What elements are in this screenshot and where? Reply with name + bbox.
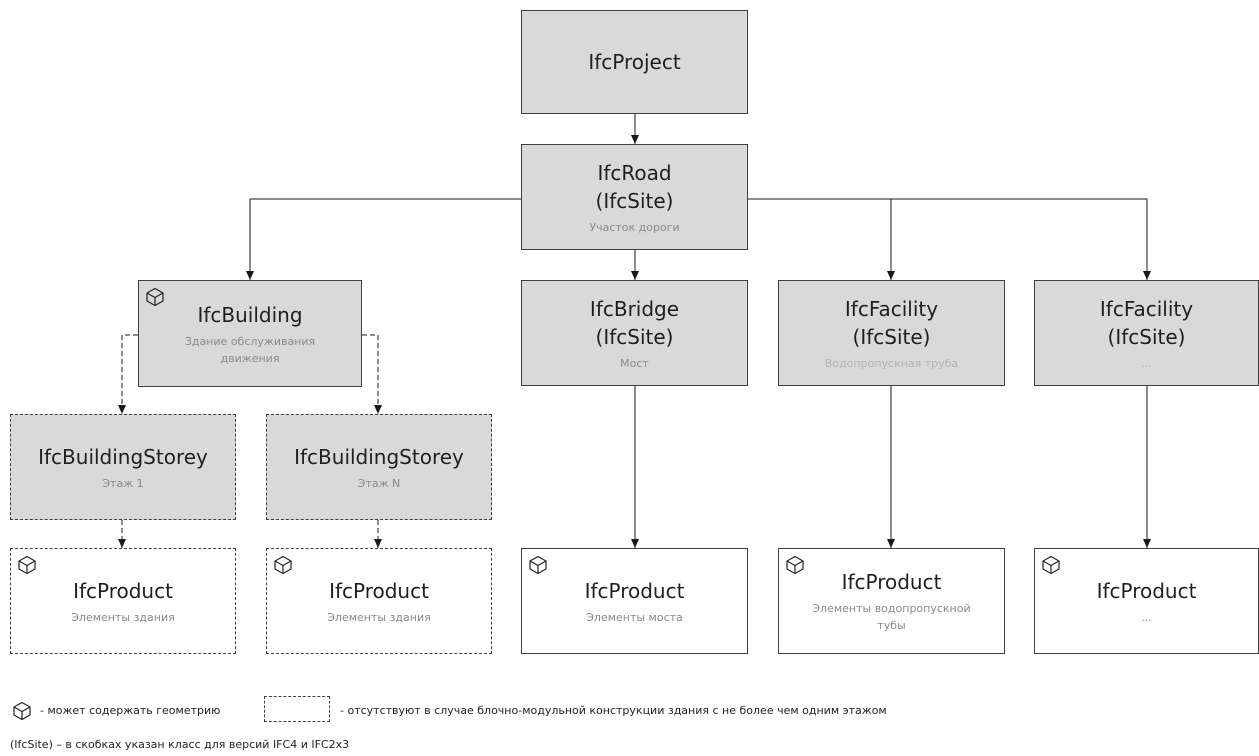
node-ifcproduct-storeyN: IfcProduct Элементы здания [266,548,492,654]
cube-outline-icon [529,555,547,575]
node-ifcproduct-facility2: IfcProduct ... [1034,548,1259,654]
cube-outline-icon [146,287,164,307]
cube-outline-icon [1042,555,1060,575]
node-description: Элементы здания [327,610,431,624]
node-description: ... [1141,356,1152,370]
node-title: IfcRoad [597,160,672,185]
node-description: Элементы здания [71,610,175,624]
node-title: IfcProduct [73,578,173,603]
node-title: IfcBuilding [197,302,303,327]
edge-building-storeyN [362,334,382,414]
node-description: Элементы моста [586,610,683,624]
edge-road-facility2 [891,198,1151,280]
edge-road-facility1 [748,198,895,280]
node-ifcfacility-culvert: IfcFacility (IfcSite) Водопропускная тру… [778,280,1005,386]
cube-outline-icon [18,555,36,575]
node-title: IfcFacility [1099,296,1194,321]
node-ifcproduct-facility1: IfcProduct Элементы водопропускной тубы [778,548,1005,654]
node-title: IfcProduct [1096,578,1197,603]
node-site-class: (IfcSite) [595,324,674,349]
cube-outline-icon [786,555,804,575]
legend-dashed-text: - отсутствуют в случае блочно-модульной … [340,704,887,717]
cube-outline-icon [274,555,292,575]
node-title: IfcBuildingStorey [38,444,208,469]
edge-road-building [246,198,521,280]
node-title: IfcProduct [584,578,685,603]
node-ifcfacility-other: IfcFacility (IfcSite) ... [1034,280,1259,386]
node-ifcbuilding: IfcBuilding Здание обслуживания движения [138,280,362,387]
node-description: Этаж N [357,476,401,490]
node-ifcroad: IfcRoad (IfcSite) Участок дороги [521,144,748,250]
node-description: Участок дороги [589,220,680,234]
node-description: Элементы водопропускной тубы [812,602,971,632]
node-title: IfcProduct [841,570,942,594]
legend-dashed-box [264,696,330,722]
node-ifcproduct-storey1: IfcProduct Элементы здания [10,548,236,654]
cube-outline-icon [13,701,31,721]
node-description: Этаж 1 [102,476,144,490]
node-description: Водопропускная труба [824,356,959,370]
node-description: ... [1141,610,1152,624]
legend-site-note: (IfcSite) – в скобках указан класс для в… [10,738,350,751]
node-ifcbridge: IfcBridge (IfcSite) Мост [521,280,748,386]
node-site-class: (IfcSite) [1107,324,1186,349]
node-description: Здание обслуживания движения [184,334,316,365]
node-title: IfcProject [588,50,681,74]
node-title: IfcBridge [589,296,680,321]
legend-geometry-text: - может содержать геометрию [40,704,221,717]
node-title: IfcFacility [844,296,939,321]
node-site-class: (IfcSite) [852,324,931,349]
node-ifcproject: IfcProject [521,10,748,114]
node-ifcbuildingstorey-1: IfcBuildingStorey Этаж 1 [10,414,236,520]
node-description: Мост [620,356,649,370]
node-site-class: (IfcSite) [595,188,674,213]
node-ifcproduct-bridge: IfcProduct Элементы моста [521,548,748,654]
node-title: IfcBuildingStorey [294,444,464,469]
node-ifcbuildingstorey-n: IfcBuildingStorey Этаж N [266,414,492,520]
edge-building-storey1 [118,334,138,414]
node-title: IfcProduct [329,578,429,603]
